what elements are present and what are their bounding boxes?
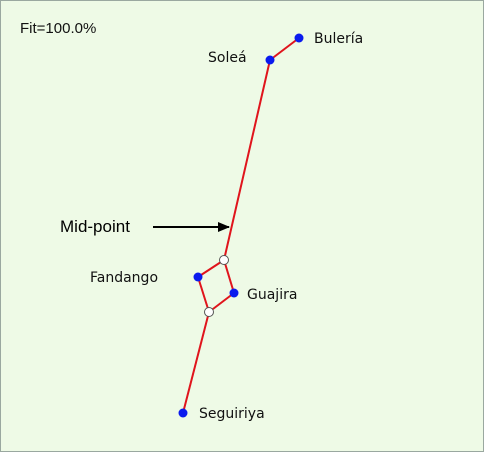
edge-solea-buleria bbox=[269, 37, 300, 61]
edge-lower-seguiriya bbox=[182, 311, 210, 414]
edge-fandango-lower bbox=[197, 276, 210, 313]
leaf-label-fandango: Fandango bbox=[90, 270, 158, 286]
edge-upper-guajira bbox=[223, 259, 235, 294]
edge-guajira-lower bbox=[208, 292, 235, 313]
node-group bbox=[178, 33, 304, 418]
internal-node-upper bbox=[219, 255, 229, 265]
mid-point-annotation: Mid-point bbox=[60, 217, 230, 236]
edge-group bbox=[182, 37, 300, 414]
mid-point-label: Mid-point bbox=[60, 217, 130, 236]
leaf-label-guajira: Guajira bbox=[247, 287, 297, 303]
leaf-node-solea bbox=[265, 55, 275, 65]
leaf-node-fandango bbox=[193, 272, 203, 282]
leaf-node-guajira bbox=[229, 288, 239, 298]
leaf-label-buleria: Bulería bbox=[314, 31, 363, 47]
edge-solea-upper bbox=[223, 59, 271, 261]
fit-label: Fit=100.0% bbox=[20, 20, 96, 37]
leaf-node-seguiriya bbox=[178, 408, 188, 418]
leaf-node-buleria bbox=[294, 33, 304, 43]
edge-upper-fandango bbox=[197, 259, 225, 278]
leaf-label-solea: Soleá bbox=[208, 50, 247, 66]
label-group: Bulería Soleá Fandango Guajira Seguiriya bbox=[90, 31, 363, 422]
internal-node-lower bbox=[204, 307, 214, 317]
leaf-label-seguiriya: Seguiriya bbox=[199, 406, 265, 422]
